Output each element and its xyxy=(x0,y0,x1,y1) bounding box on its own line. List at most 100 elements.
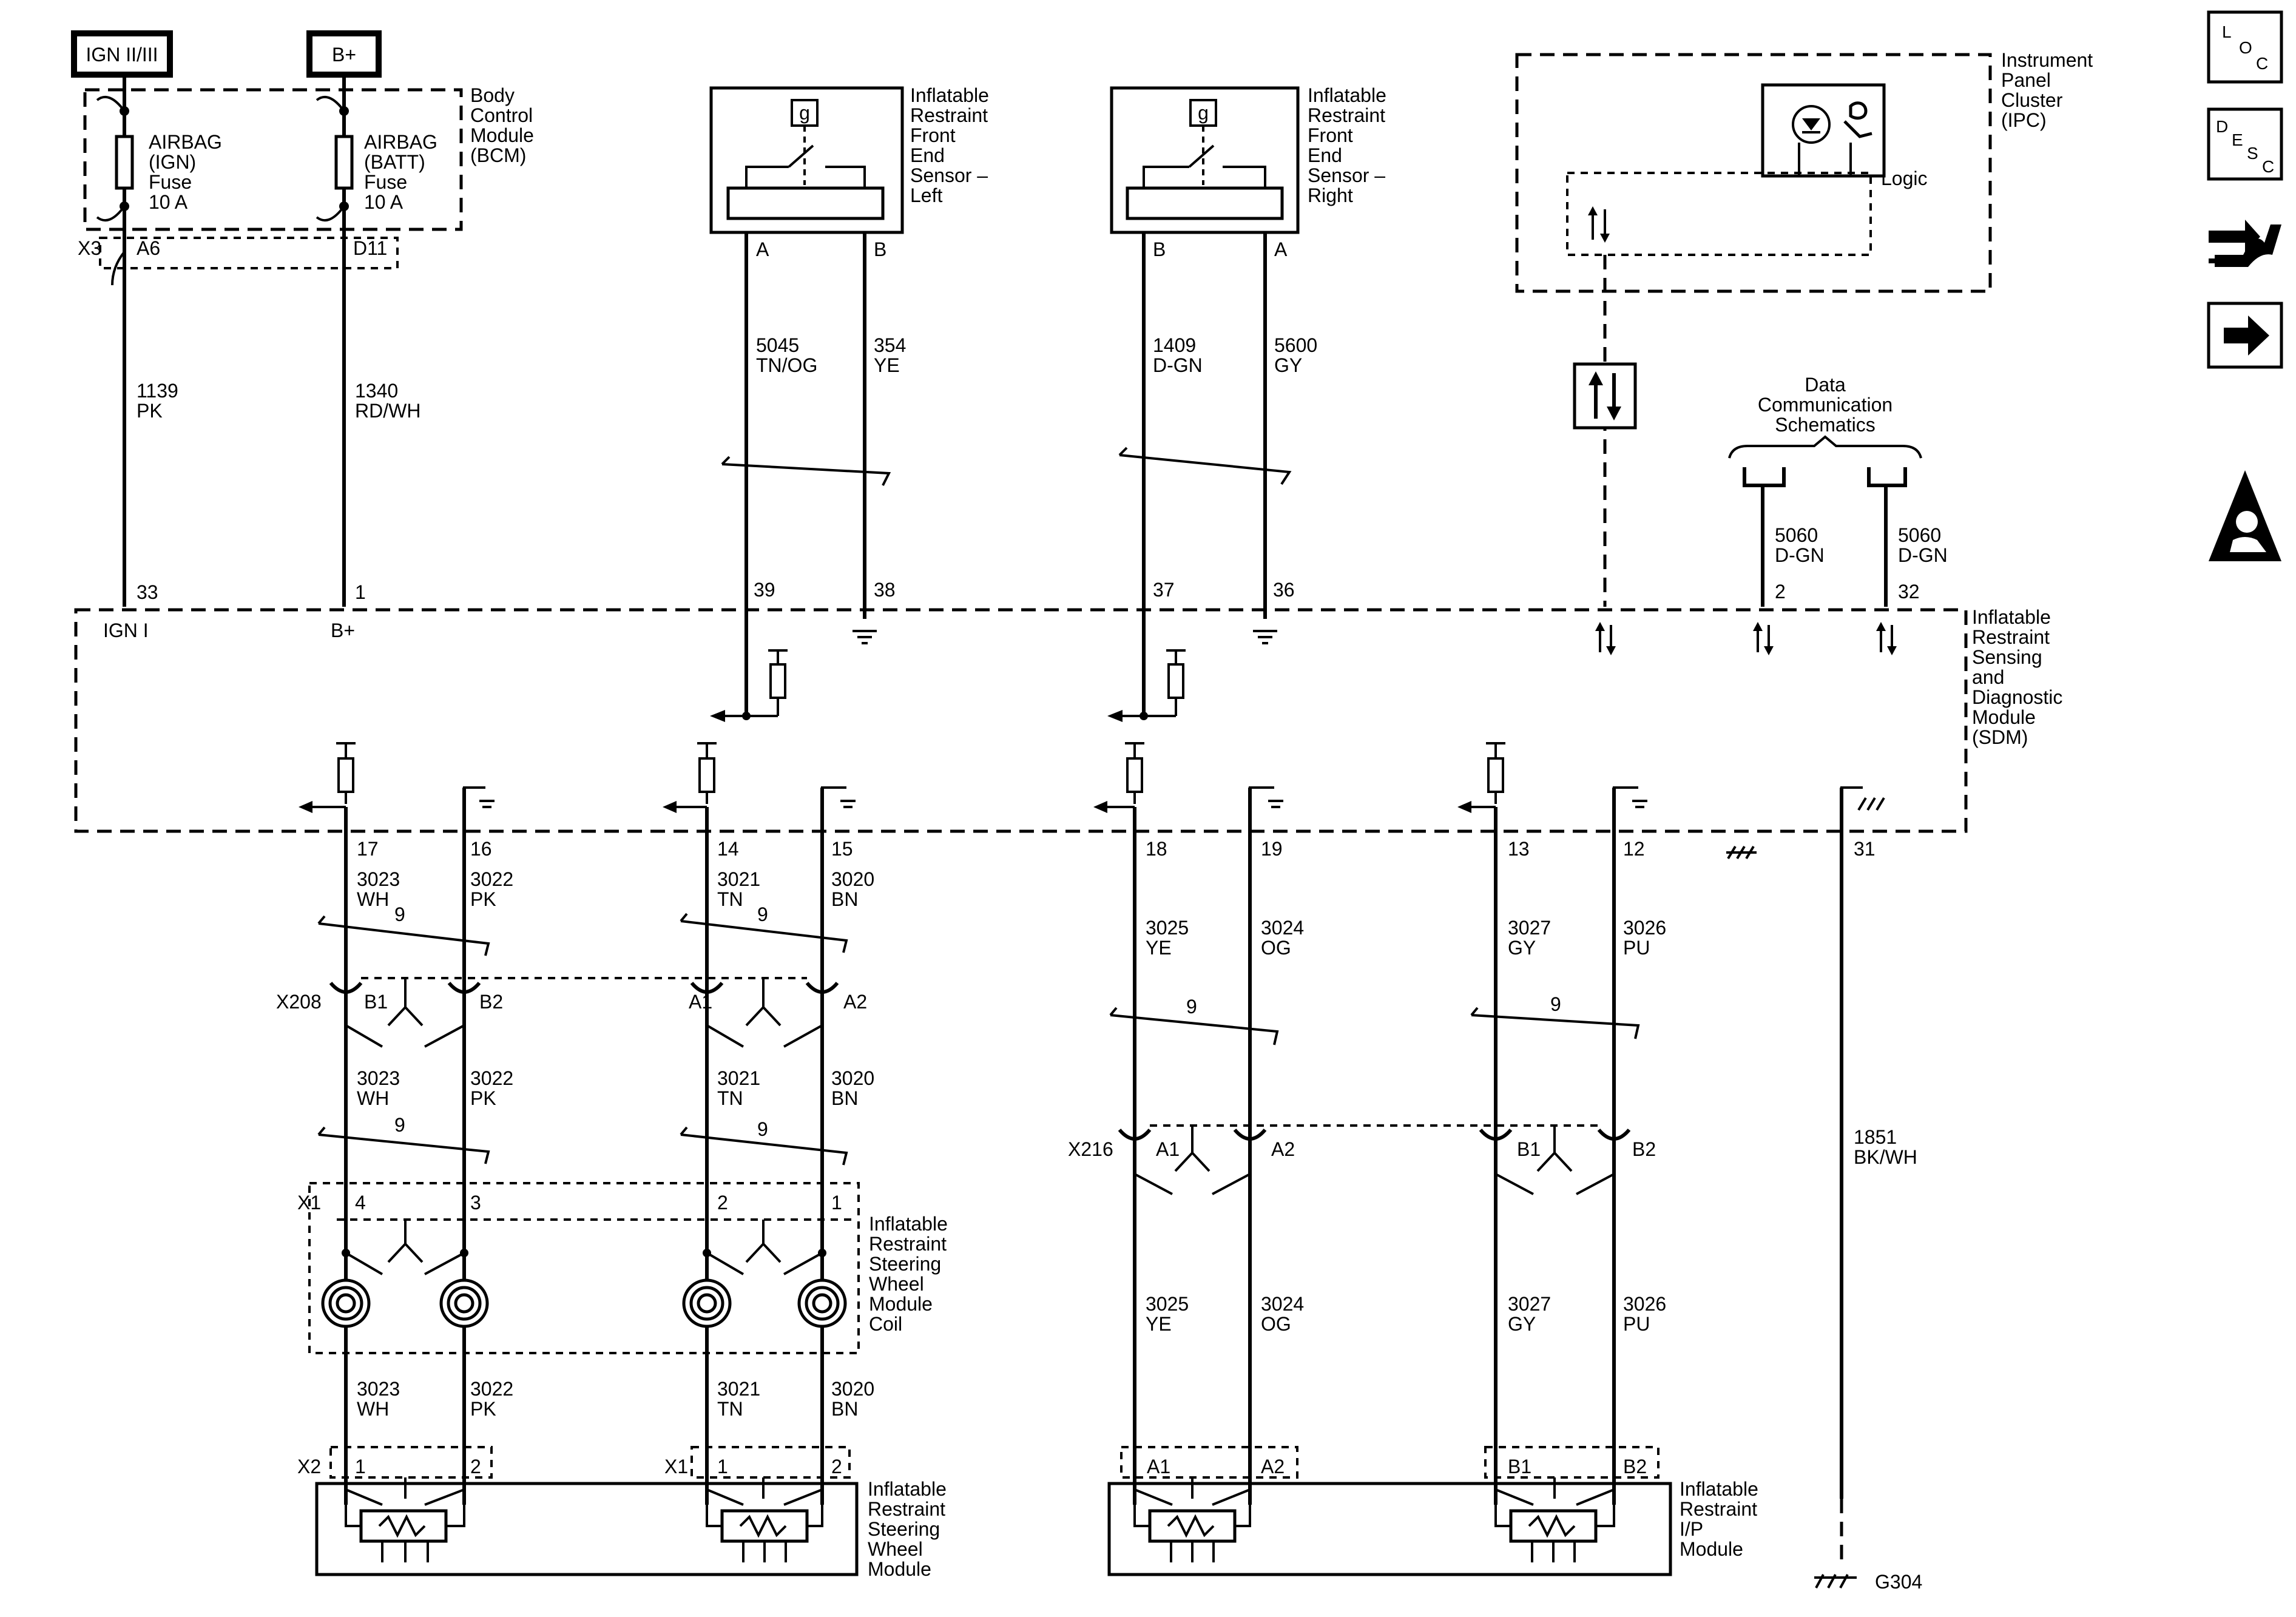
svg-text:1: 1 xyxy=(355,581,366,603)
svg-text:A2: A2 xyxy=(843,991,867,1013)
svg-text:PU: PU xyxy=(1623,937,1650,959)
svg-text:WH: WH xyxy=(357,1398,389,1420)
svg-text:Restraint: Restraint xyxy=(1972,626,2050,648)
svg-text:Control: Control xyxy=(470,104,533,126)
svg-text:Restraint: Restraint xyxy=(869,1233,947,1255)
svg-text:X208: X208 xyxy=(276,991,322,1013)
svg-text:B2: B2 xyxy=(1632,1138,1656,1160)
svg-text:10 A: 10 A xyxy=(364,191,403,213)
svg-text:Front: Front xyxy=(1308,124,1353,146)
svg-text:Inflatable: Inflatable xyxy=(1972,606,2051,628)
svg-text:Restraint: Restraint xyxy=(1308,104,1385,126)
passenger-airbag-icon xyxy=(1843,101,1872,138)
svg-text:2: 2 xyxy=(470,1456,481,1477)
svg-text:2: 2 xyxy=(717,1192,728,1214)
svg-text:BN: BN xyxy=(831,1398,858,1420)
steering-wheel-module: X2 1 2 X1 1 2 Inflatable Restraint Steer… xyxy=(297,1446,947,1580)
svg-text:9: 9 xyxy=(1186,996,1197,1018)
svg-text:B1: B1 xyxy=(1517,1138,1541,1160)
svg-text:PU: PU xyxy=(1623,1313,1650,1335)
svg-text:3024: 3024 xyxy=(1261,917,1304,939)
svg-text:(BATT): (BATT) xyxy=(364,151,425,173)
svg-text:Module: Module xyxy=(868,1558,931,1580)
svg-text:9: 9 xyxy=(394,903,405,925)
svg-text:3020: 3020 xyxy=(831,1067,874,1089)
airbag-squib-icon xyxy=(345,1477,465,1562)
svg-text:g: g xyxy=(799,102,810,124)
steering-loop-wires: 3023 WH 3022 PK 9 3021 TN 3020 BN 9 X208… xyxy=(276,788,874,1505)
svg-text:X2: X2 xyxy=(297,1456,321,1477)
svg-text:WH: WH xyxy=(357,1087,389,1109)
svg-text:Data: Data xyxy=(1805,374,1846,396)
svg-text:13: 13 xyxy=(1508,838,1530,860)
ip-loop-wires: 3025 YE 3024 OG 9 3027 GY 3026 PU 9 X216… xyxy=(1068,788,1666,1505)
svg-text:1409: 1409 xyxy=(1153,334,1196,356)
svg-text:3020: 3020 xyxy=(831,868,874,890)
svg-text:3023: 3023 xyxy=(357,1378,400,1400)
svg-text:3023: 3023 xyxy=(357,868,400,890)
svg-text:Restraint: Restraint xyxy=(868,1498,945,1520)
chassis-ground-icon xyxy=(1857,797,1885,811)
svg-text:15: 15 xyxy=(831,838,853,860)
desc-icon[interactable]: D E S C xyxy=(2207,107,2283,181)
airbag-squib-icon xyxy=(706,1477,823,1562)
batt-fuse-icon xyxy=(334,135,354,190)
svg-text:Inflatable: Inflatable xyxy=(1680,1478,1758,1500)
ipc-module: Instrument Panel Cluster (IPC) Logic xyxy=(1515,49,2093,607)
svg-text:(IPC): (IPC) xyxy=(2001,109,2047,131)
sdm-loop-driver xyxy=(663,742,856,837)
ign-power-label: IGN II/III xyxy=(71,30,173,78)
svg-text:C: C xyxy=(2262,157,2274,176)
svg-text:O: O xyxy=(2239,38,2252,57)
clockspring-icon xyxy=(682,1278,732,1328)
svg-text:Steering: Steering xyxy=(868,1518,940,1540)
svg-text:B2: B2 xyxy=(1623,1456,1647,1477)
svg-text:I/P: I/P xyxy=(1680,1518,1703,1540)
svg-text:g: g xyxy=(1198,102,1209,124)
svg-text:TN: TN xyxy=(717,888,743,910)
svg-text:Module: Module xyxy=(869,1293,933,1315)
svg-text:Body: Body xyxy=(470,84,515,106)
svg-text:Restraint: Restraint xyxy=(910,104,988,126)
svg-text:1: 1 xyxy=(355,1456,366,1477)
airbag-warning-icon xyxy=(2209,470,2281,561)
svg-text:39: 39 xyxy=(754,579,775,601)
svg-text:(SDM): (SDM) xyxy=(1972,726,2028,748)
svg-text:Diagnostic: Diagnostic xyxy=(1972,686,2062,708)
svg-text:E: E xyxy=(2232,130,2243,149)
svg-text:5060: 5060 xyxy=(1775,524,1818,546)
svg-text:IGN I: IGN I xyxy=(103,619,149,641)
svg-text:10 A: 10 A xyxy=(149,191,188,213)
svg-text:17: 17 xyxy=(357,838,379,860)
sensor-right: g Inflatable Restraint Front End Sensor … xyxy=(1110,84,1386,716)
svg-text:S: S xyxy=(2247,144,2258,163)
svg-text:B+: B+ xyxy=(331,619,355,641)
svg-text:3021: 3021 xyxy=(717,868,760,890)
ground-icon xyxy=(1253,630,1277,644)
sdm-loop-driver xyxy=(1457,742,1647,837)
svg-text:Inflatable: Inflatable xyxy=(910,84,989,106)
next-arrow-icon[interactable] xyxy=(2207,302,2283,369)
svg-text:9: 9 xyxy=(757,1118,768,1140)
ipc-bidir-arrow-icon xyxy=(1588,206,1610,243)
bidir-arrow-icon xyxy=(1595,622,1616,655)
svg-text:B1: B1 xyxy=(1508,1456,1531,1477)
steering-lower-wire-labels: 3023 WH 3022 PK 3021 TN 3020 BN xyxy=(357,1378,874,1420)
svg-text:G304: G304 xyxy=(1875,1571,1922,1593)
data-comm-link: Data Communication Schematics 5060 D-GN … xyxy=(1728,374,1948,607)
loc-icon[interactable]: L O C xyxy=(2207,10,2283,84)
svg-text:Communication: Communication xyxy=(1758,394,1893,416)
svg-text:Module: Module xyxy=(1972,706,2036,728)
svg-text:D-GN: D-GN xyxy=(1775,544,1825,566)
repair-tools-icon[interactable] xyxy=(2209,220,2281,267)
svg-text:3021: 3021 xyxy=(717,1067,760,1089)
clockspring-icon xyxy=(439,1278,489,1328)
svg-text:3020: 3020 xyxy=(831,1378,874,1400)
svg-text:3026: 3026 xyxy=(1623,917,1666,939)
svg-text:1139: 1139 xyxy=(137,380,178,402)
sensor-right-input xyxy=(1107,649,1186,722)
svg-text:Module: Module xyxy=(470,124,534,146)
svg-text:D: D xyxy=(2216,117,2228,136)
svg-text:32: 32 xyxy=(1898,581,1920,603)
